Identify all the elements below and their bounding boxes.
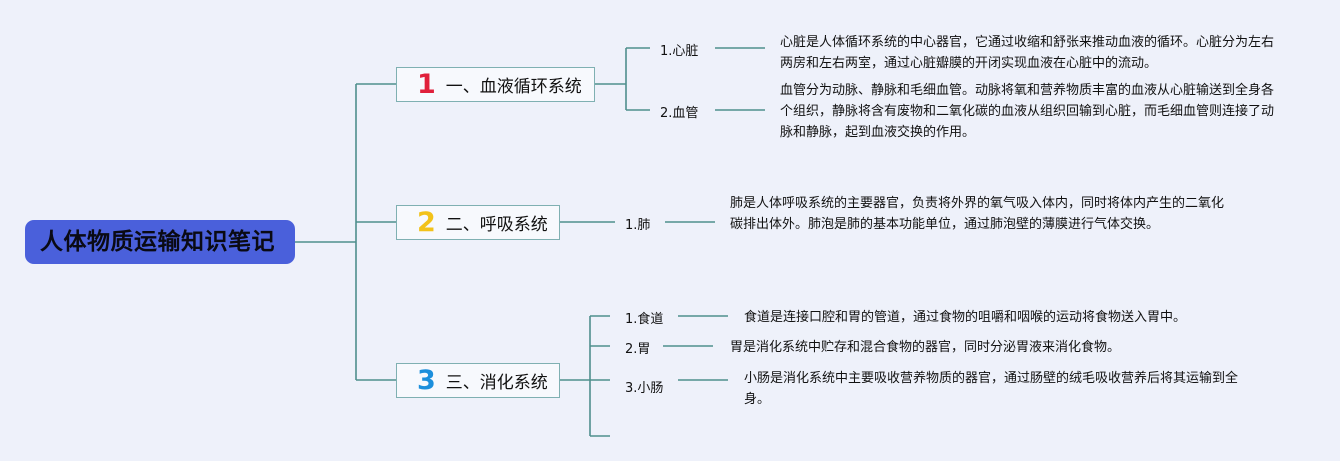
leaf-esophagus[interactable]: 1.食道 <box>625 312 664 327</box>
root-topic[interactable]: 人体物质运输知识笔记 <box>25 220 295 264</box>
note-blood-vessels: 血管分为动脉、静脉和毛细血管。动脉将氧和营养物质丰富的血液从心脏输送到全身各个组… <box>780 83 1275 140</box>
branch-circulatory-system[interactable]: 1 一、血液循环系统 <box>396 67 595 102</box>
note-small-intestine: 小肠是消化系统中主要吸收营养物质的器官，通过肠壁的绒毛吸收营养后将其运输到全身。 <box>744 371 1239 407</box>
leaf-small-intestine[interactable]: 3.小肠 <box>625 381 664 396</box>
branch-label: 三、消化系统 <box>445 373 548 393</box>
leaf-blood-vessels[interactable]: 2.血管 <box>660 106 699 121</box>
note-heart: 心脏是人体循环系统的中心器官，它通过收缩和舒张来推动血液的循环。心脏分为左右两房… <box>780 35 1275 71</box>
leaf-heart[interactable]: 1.心脏 <box>660 44 699 59</box>
number-1-icon: 1 <box>417 69 436 100</box>
note-lungs: 肺是人体呼吸系统的主要器官，负责将外界的氧气吸入体内，同时将体内产生的二氧化碳排… <box>730 196 1225 232</box>
branch-respiratory-system[interactable]: 2 二、呼吸系统 <box>396 205 560 240</box>
branch-label: 一、血液循环系统 <box>445 77 582 97</box>
branch-digestive-system[interactable]: 3 三、消化系统 <box>396 363 560 398</box>
number-3-icon: 3 <box>417 365 436 396</box>
number-2-icon: 2 <box>417 207 436 238</box>
note-stomach: 胃是消化系统中贮存和混合食物的器官，同时分泌胃液来消化食物。 <box>730 340 1121 355</box>
leaf-lungs[interactable]: 1.肺 <box>625 218 651 233</box>
note-esophagus: 食道是连接口腔和胃的管道，通过食物的咀嚼和咽喉的运动将食物送入胃中。 <box>744 310 1187 325</box>
branch-label: 二、呼吸系统 <box>445 215 548 235</box>
leaf-stomach[interactable]: 2.胃 <box>625 342 651 357</box>
